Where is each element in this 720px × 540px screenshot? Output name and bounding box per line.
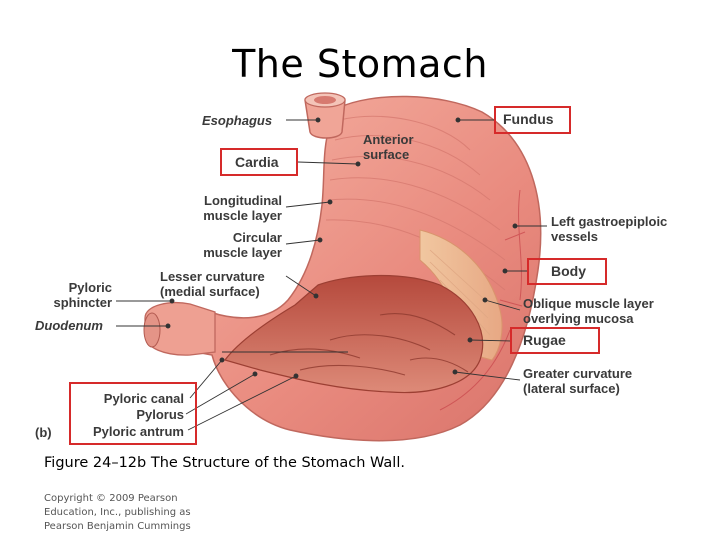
label-body: Body <box>551 264 586 279</box>
label-fundus: Fundus <box>503 112 554 127</box>
label-pyloric-canal: Pyloric canal <box>74 391 184 406</box>
label-duodenum: Duodenum <box>35 318 103 333</box>
label-pylorus: Pylorus <box>74 407 184 422</box>
label-longitudinal-muscle: Longitudinal muscle layer <box>160 193 282 223</box>
label-cardia: Cardia <box>235 155 279 170</box>
label-lesser-curvature: Lesser curvature (medial surface) <box>160 269 265 299</box>
figure-caption: Figure 24–12b The Structure of the Stoma… <box>44 455 405 471</box>
label-left-gastroepiploic: Left gastroepiploic vessels <box>551 214 667 244</box>
label-greater-curvature: Greater curvature (lateral surface) <box>523 366 632 396</box>
label-rugae: Rugae <box>523 333 566 348</box>
label-pyloric-sphincter: Pyloric sphincter <box>30 280 112 310</box>
label-oblique-muscle: Oblique muscle layer overlying mucosa <box>523 296 654 326</box>
label-anterior-surface: Anterior surface <box>363 132 414 162</box>
label-esophagus: Esophagus <box>202 113 272 128</box>
label-pyloric-antrum: Pyloric antrum <box>74 424 184 439</box>
label-circular-muscle: Circular muscle layer <box>160 230 282 260</box>
copyright-notice: Copyright © 2009 Pearson Education, Inc.… <box>44 492 191 534</box>
panel-label: (b) <box>35 425 52 440</box>
